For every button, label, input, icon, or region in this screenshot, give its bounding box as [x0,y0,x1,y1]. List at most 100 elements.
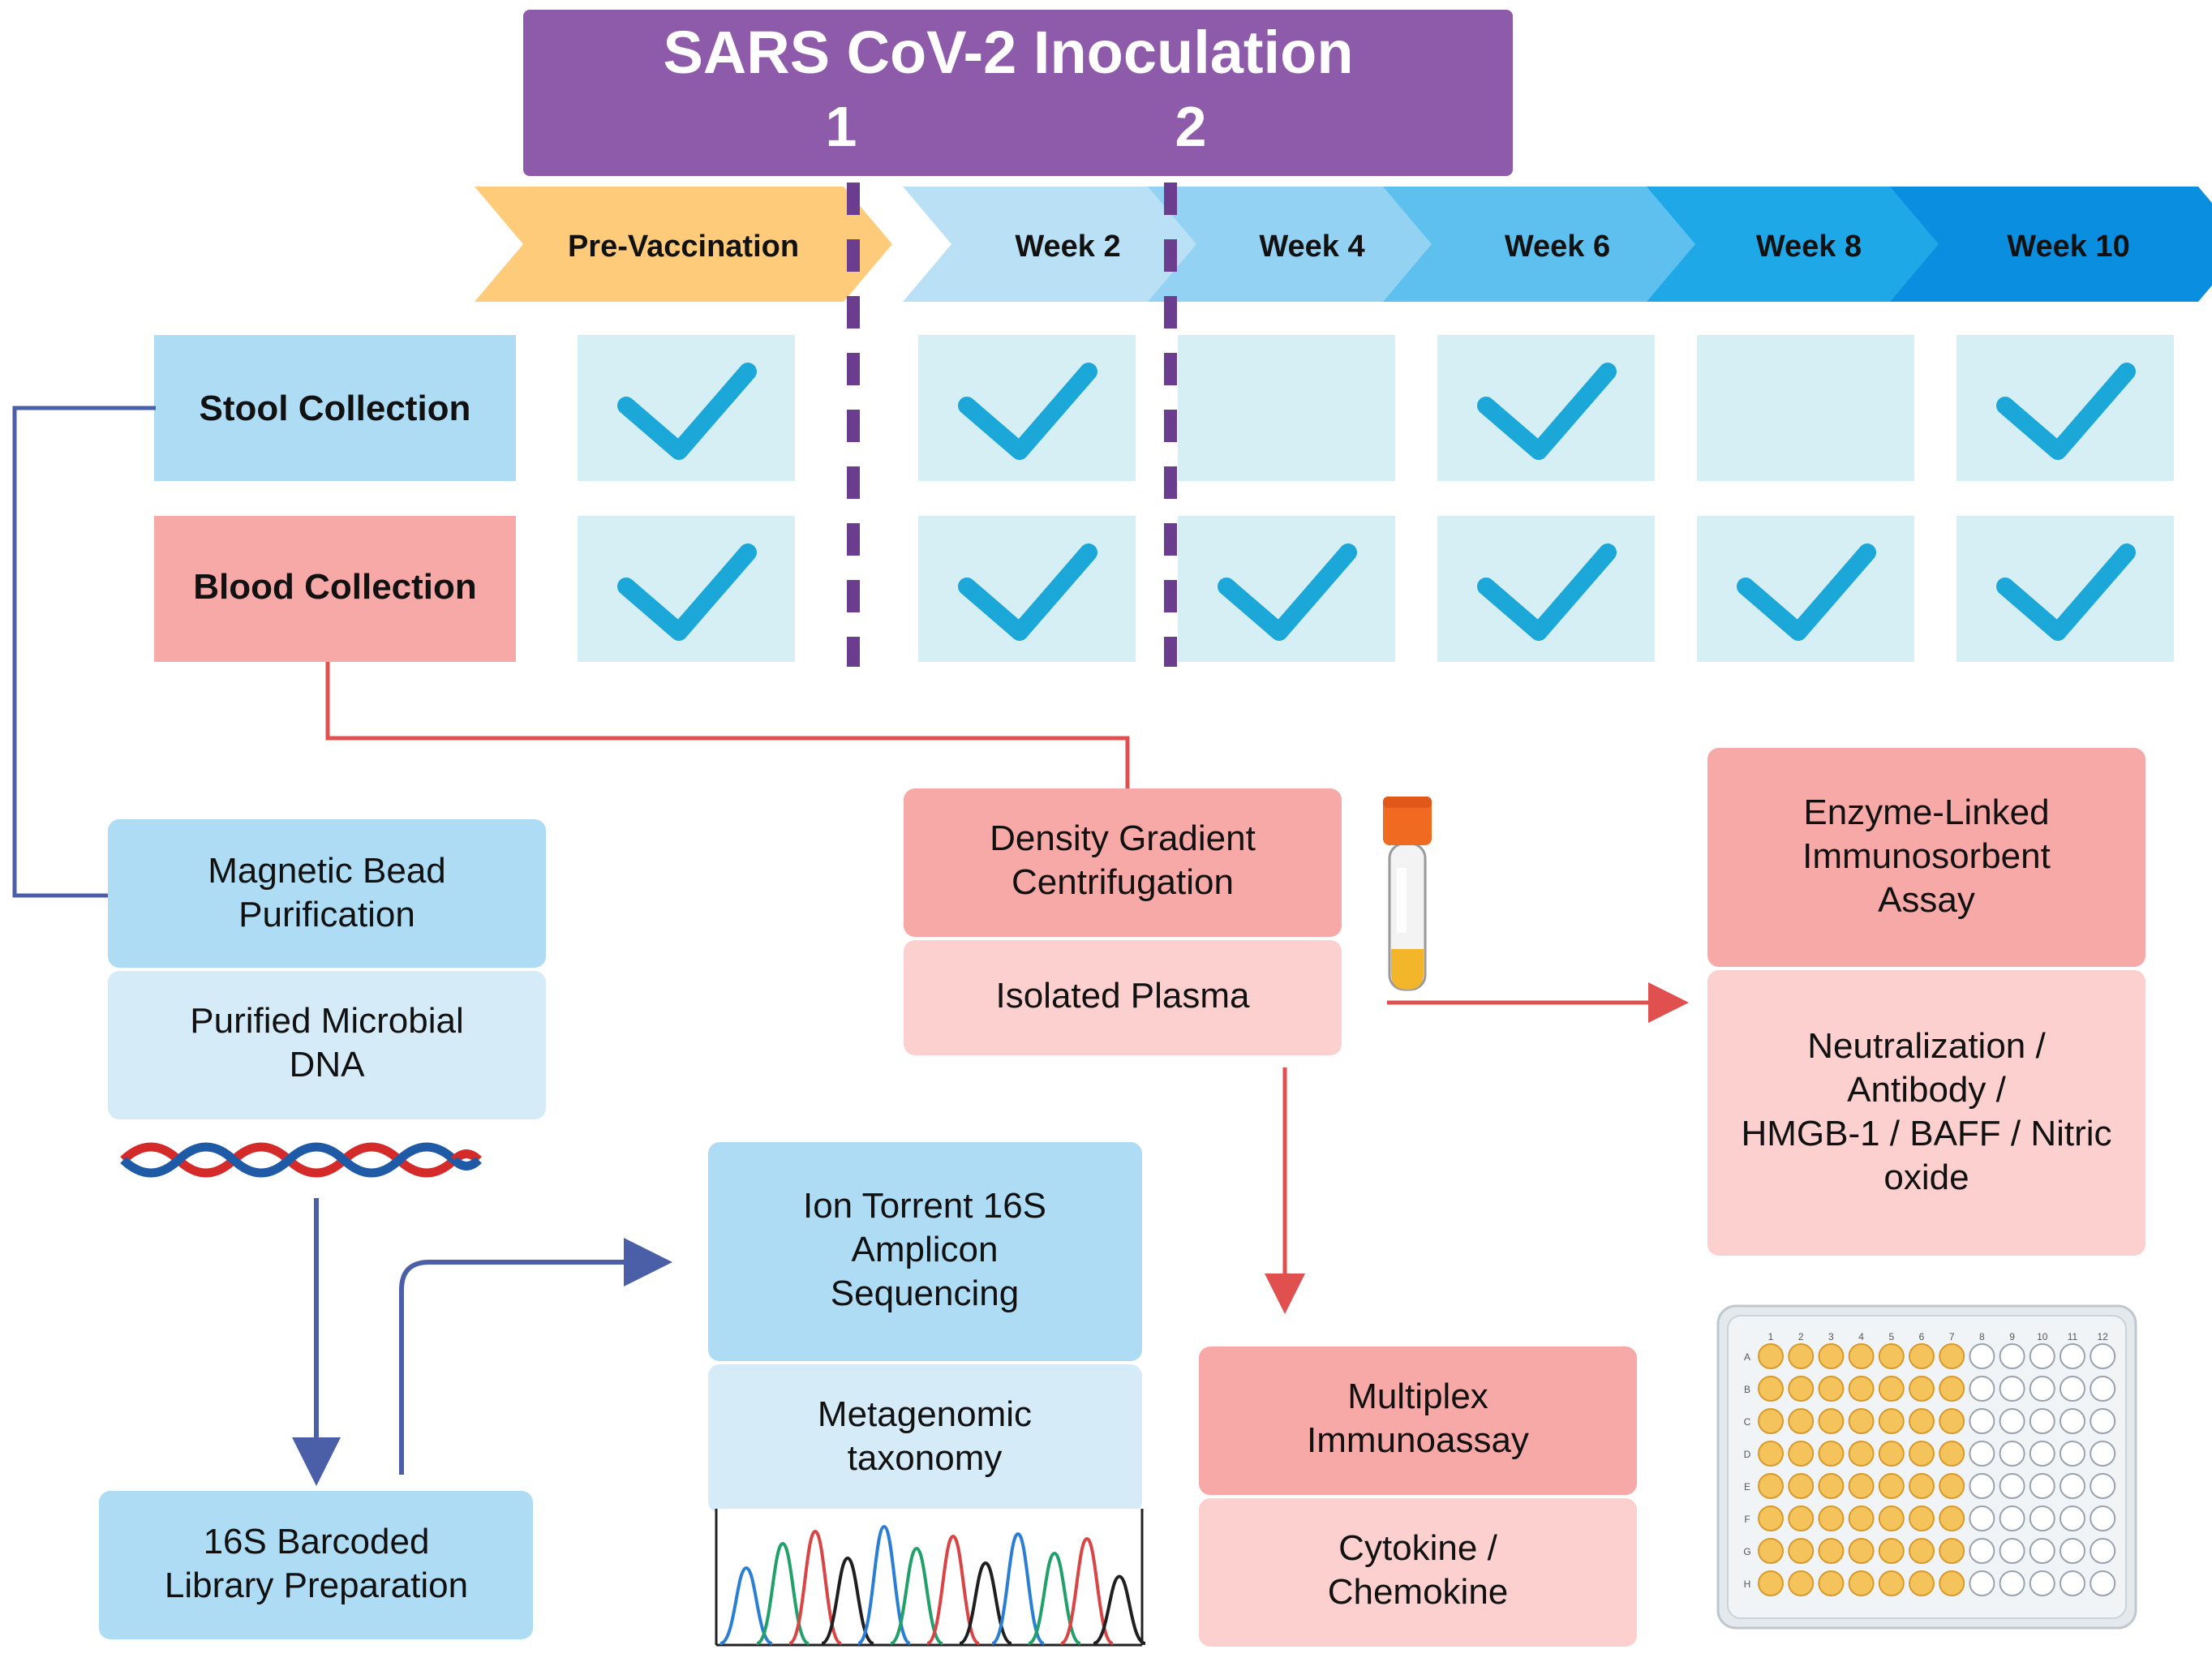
timeline-label: Pre-Vaccination [568,230,799,264]
plate-well [1909,1343,1935,1369]
collection-cell [1956,335,2174,481]
plate-well [1939,1570,1965,1596]
plate-well [1788,1376,1815,1402]
timeline-label: Week 10 [2007,230,2129,264]
chromatogram-peak [890,1546,943,1645]
plate-well [2029,1538,2055,1564]
chromatogram-peak [991,1531,1045,1645]
plate-col-label: 8 [1979,1331,1985,1342]
cytokine-text: Cytokine /Chemokine [1328,1528,1509,1612]
plate-row-label: B [1744,1384,1750,1395]
plate-well [1758,1441,1784,1467]
plate-row-label: C [1744,1416,1751,1428]
plate-well [1848,1376,1875,1402]
blood-collection-label-box: Blood Collection [154,516,516,662]
plate-well [1758,1408,1784,1434]
plate-well [1788,1473,1815,1499]
plate-well [2060,1376,2085,1402]
plate-well [1999,1343,2025,1369]
plate-well [1758,1343,1784,1369]
plate-well [1878,1570,1905,1596]
plate-well [1909,1408,1935,1434]
plate-well [2029,1441,2055,1467]
plate-well [1999,1408,2025,1434]
collection-cell [1178,516,1395,662]
plate-col-label: 11 [2068,1331,2078,1342]
plate-well [1999,1441,2025,1467]
check-icon [1218,543,1357,641]
plate-well [1909,1570,1935,1596]
plate-row-label: E [1744,1481,1750,1493]
plate-well [1818,1538,1845,1564]
plate-well [1758,1570,1784,1596]
plate-well [1969,1506,1995,1531]
plate-well [1788,1343,1815,1369]
chromatogram-peak [788,1529,842,1645]
collection-cell [1437,335,1655,481]
check-icon [1477,363,1617,460]
timeline-label: Week 6 [1505,230,1610,264]
plate-col-label: 12 [2098,1331,2109,1342]
plate-well [2090,1441,2116,1467]
dose-1-label: 1 [826,95,857,158]
timeline-step: Week 8 [1647,187,1971,302]
check-icon [958,543,1097,641]
plate-well [1848,1441,1875,1467]
plate-well [1818,1441,1845,1467]
collection-grid [578,335,2174,662]
plate-well [2090,1343,2116,1369]
collection-cell [1178,335,1395,481]
plate-well [1848,1570,1875,1596]
timeline-label: Week 4 [1259,230,1364,264]
plate-row-label: A [1744,1351,1750,1363]
plate-well [1999,1473,2025,1499]
elisa-targets-text: Neutralization /Antibody /HMGB-1 / BAFF … [1741,1026,2111,1197]
plate-well [1939,1343,1965,1369]
collection-cell [1697,516,1914,662]
plate-col-label: 10 [2037,1331,2048,1342]
collection-cell [578,516,795,662]
chromatogram-peak [1060,1536,1114,1645]
blood-connector [325,662,1130,788]
arrow-to-sequencing [399,1238,672,1475]
plate-well [1818,1343,1845,1369]
plate-well [2029,1506,2055,1531]
stool-collection-label: Stool Collection [200,389,471,428]
plate-well [1969,1343,1995,1369]
plate-well [1758,1376,1784,1402]
check-icon [1477,543,1617,641]
plate-well [2090,1506,2116,1531]
plate-col-label: 1 [1768,1331,1774,1342]
chromatogram-icon [715,1509,1146,1647]
check-icon [1737,543,1876,641]
timeline-label: Week 8 [1756,230,1862,264]
plate-well [1999,1506,2025,1531]
collection-cell [1956,516,2174,662]
plate-well [2090,1473,2116,1499]
plate-well [2060,1506,2085,1531]
plate-well [1969,1441,1995,1467]
plate-well [1939,1408,1965,1434]
plate-well [1909,1376,1935,1402]
plate-well [1909,1473,1935,1499]
isolated-plasma-box: Isolated Plasma [904,940,1342,1055]
collection-cell [578,335,795,481]
plate-well [1818,1376,1845,1402]
plate-col-label: 4 [1858,1331,1864,1342]
plate-well [1999,1538,2025,1564]
check-icon [958,363,1097,460]
timeline-step: Week 4 [1148,187,1476,302]
plate-well [1758,1538,1784,1564]
plate-well [1848,1538,1875,1564]
plate-well [1818,1570,1845,1596]
plate-well [1939,1441,1965,1467]
plate-well [1758,1506,1784,1531]
